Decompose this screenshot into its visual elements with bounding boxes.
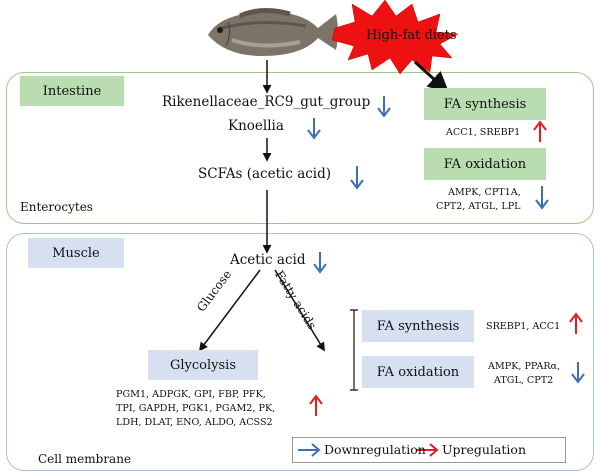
glycolysis-genes-3: LDH, DLAT, ENO, ALDO, ACSS2 <box>116 417 273 428</box>
down-arrow-acetic <box>313 252 327 274</box>
muscle-region <box>6 233 594 471</box>
intestine-fa-oxidation-genes-1: AMPK, CPT1A, <box>448 187 521 198</box>
explosion-burst <box>331 0 459 75</box>
muscle-title: Muscle <box>52 245 100 261</box>
up-arrows <box>309 120 583 416</box>
intestine-fa-oxidation-box: FA oxidation <box>424 148 546 180</box>
acetic-to-glycolysis-arrow <box>198 269 261 352</box>
glycolysis-title: Glycolysis <box>170 357 236 373</box>
muscle-fa-oxidation-genes-1: AMPK, PPARα, <box>488 361 561 372</box>
diet-to-fasynthesis-arrow <box>413 60 450 93</box>
intestine-fa-oxidation-genes-2: CPT2, ATGL, LPL <box>436 201 521 212</box>
high-fat-diets-label: High-fat diets <box>366 28 457 43</box>
intestine-title: Intestine <box>42 83 102 99</box>
down-arrow-muscle-oxidation <box>571 362 585 384</box>
legend-box <box>292 437 566 463</box>
legend-upregulation: Upregulation <box>442 442 527 457</box>
muscle-fa-oxidation-genes-2: ATGL, CPT2 <box>494 375 554 386</box>
muscle-fa-oxidation-title: FA oxidation <box>376 364 460 380</box>
fish-image <box>208 8 338 57</box>
muscle-fa-synthesis-title: FA synthesis <box>376 318 460 334</box>
down-arrow-scfa <box>350 166 364 190</box>
acetic-to-fa-arrow <box>274 269 325 352</box>
down-arrow-knoellia <box>307 118 321 140</box>
intestine-fa-synthesis-title: FA synthesis <box>443 96 527 112</box>
glycolysis-box: Glycolysis <box>148 350 258 380</box>
fa-bracket <box>350 309 358 391</box>
acetic-acid-label: Acetic acid <box>230 252 306 268</box>
legend-down-arrow <box>298 443 321 457</box>
up-arrow-intestine-synthesis <box>533 120 547 142</box>
intestine-fa-oxidation-title: FA oxidation <box>443 156 527 172</box>
up-arrow-glycolysis <box>309 394 323 416</box>
down-arrows <box>307 96 585 384</box>
down-arrow-rikenellaceae <box>377 96 391 118</box>
legend-up-arrow <box>416 443 439 457</box>
glycolysis-genes-2: TPI, GAPDH, PGK1, PGAM2, PK, <box>116 403 276 414</box>
intestine-fa-synthesis-box: FA synthesis <box>424 88 546 120</box>
muscle-fa-synthesis-genes: SREBP1, ACC1 <box>486 321 561 332</box>
muscle-fa-synthesis-box: FA synthesis <box>362 310 474 342</box>
scfa-label: SCFAs (acetic acid) <box>198 166 332 182</box>
down-arrow-intestine-oxidation <box>535 186 549 210</box>
bacteria-knoellia: Knoellia <box>228 118 284 134</box>
bacteria-rikenellaceae: Rikenellaceae_RC9_gut_group <box>162 94 371 110</box>
cell-membrane-label: Cell membrane <box>38 452 132 466</box>
up-arrow-muscle-synthesis <box>569 312 583 334</box>
enterocytes-label: Enterocytes <box>20 200 93 214</box>
intestine-fa-synthesis-genes: ACC1, SREBP1 <box>446 127 521 138</box>
intestine-region <box>6 72 594 224</box>
legend-downregulation: Downregulation <box>324 442 426 457</box>
muscle-title-box: Muscle <box>28 238 124 268</box>
intestine-title-box: Intestine <box>20 76 124 106</box>
glycolysis-genes-1: PGM1, ADPGK, GPI, FBP, PFK, <box>116 389 266 400</box>
muscle-fa-oxidation-box: FA oxidation <box>362 356 474 388</box>
